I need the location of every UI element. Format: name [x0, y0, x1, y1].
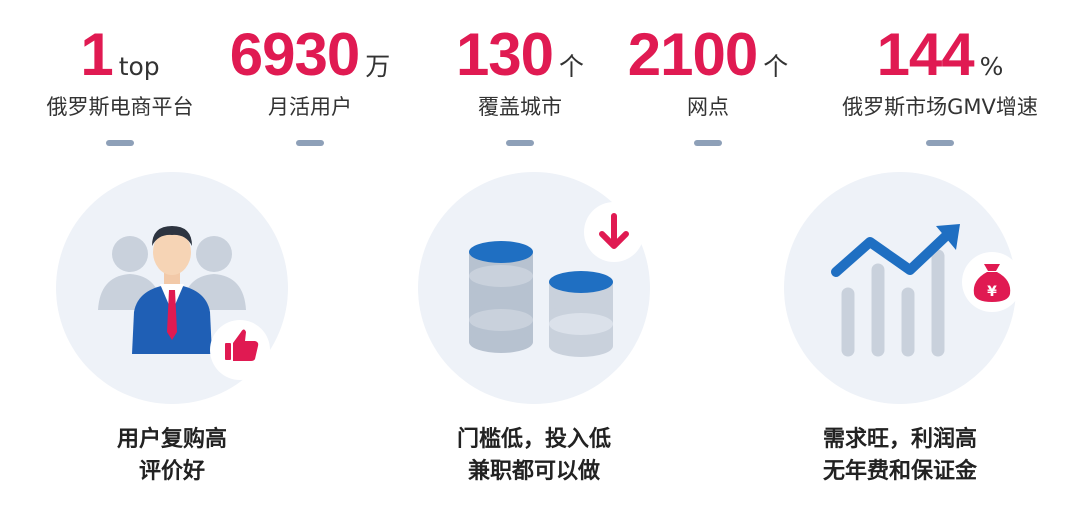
caption-line-1: 用户复购高 — [116, 427, 227, 452]
stat-label: 俄罗斯电商平台 — [46, 95, 194, 119]
stat-value: 130 — [455, 21, 554, 88]
stat-label: 网点 — [687, 95, 729, 119]
caption-line-2: 评价好 — [138, 459, 205, 484]
coin-stack-icon — [469, 202, 644, 357]
stat-value: 144 — [876, 21, 975, 88]
stat-divider — [296, 140, 324, 146]
feature-caption: 门槛低，投入低 兼职都可以做 — [394, 424, 674, 488]
stat-value: 2100 — [627, 21, 758, 88]
feature-caption: 用户复购高 评价好 — [32, 424, 312, 488]
stat-label: 覆盖城市 — [478, 95, 562, 119]
stat-unit: 万 — [365, 52, 391, 81]
stat-value: 6930 — [229, 21, 360, 88]
stat-label: 俄罗斯市场GMV增速 — [842, 95, 1038, 119]
stat-divider — [694, 140, 722, 146]
stat-divider — [106, 140, 134, 146]
stat-unit: 个 — [763, 52, 789, 81]
caption-line-2: 无年费和保证金 — [822, 459, 977, 484]
caption-line-1: 门槛低，投入低 — [456, 427, 611, 452]
stat-gmv-growth: 144% 俄罗斯市场GMV增速 — [825, 22, 1055, 146]
yuan-symbol: ¥ — [987, 284, 997, 300]
stat-label: 月活用户 — [268, 95, 352, 119]
stat-unit: top — [118, 52, 160, 81]
growth-chart-icon: ¥ — [831, 224, 1022, 357]
stat-divider — [926, 140, 954, 146]
stat-divider — [506, 140, 534, 146]
caption-line-2: 兼职都可以做 — [467, 459, 600, 484]
feature-caption: 需求旺，利润高 无年费和保证金 — [760, 424, 1040, 488]
stat-unit: % — [979, 52, 1004, 81]
stat-unit: 个 — [559, 52, 585, 81]
stat-value: 1 — [80, 21, 113, 88]
caption-line-1: 需求旺，利润高 — [822, 427, 977, 452]
users-thumbs-up-icon — [98, 226, 270, 380]
